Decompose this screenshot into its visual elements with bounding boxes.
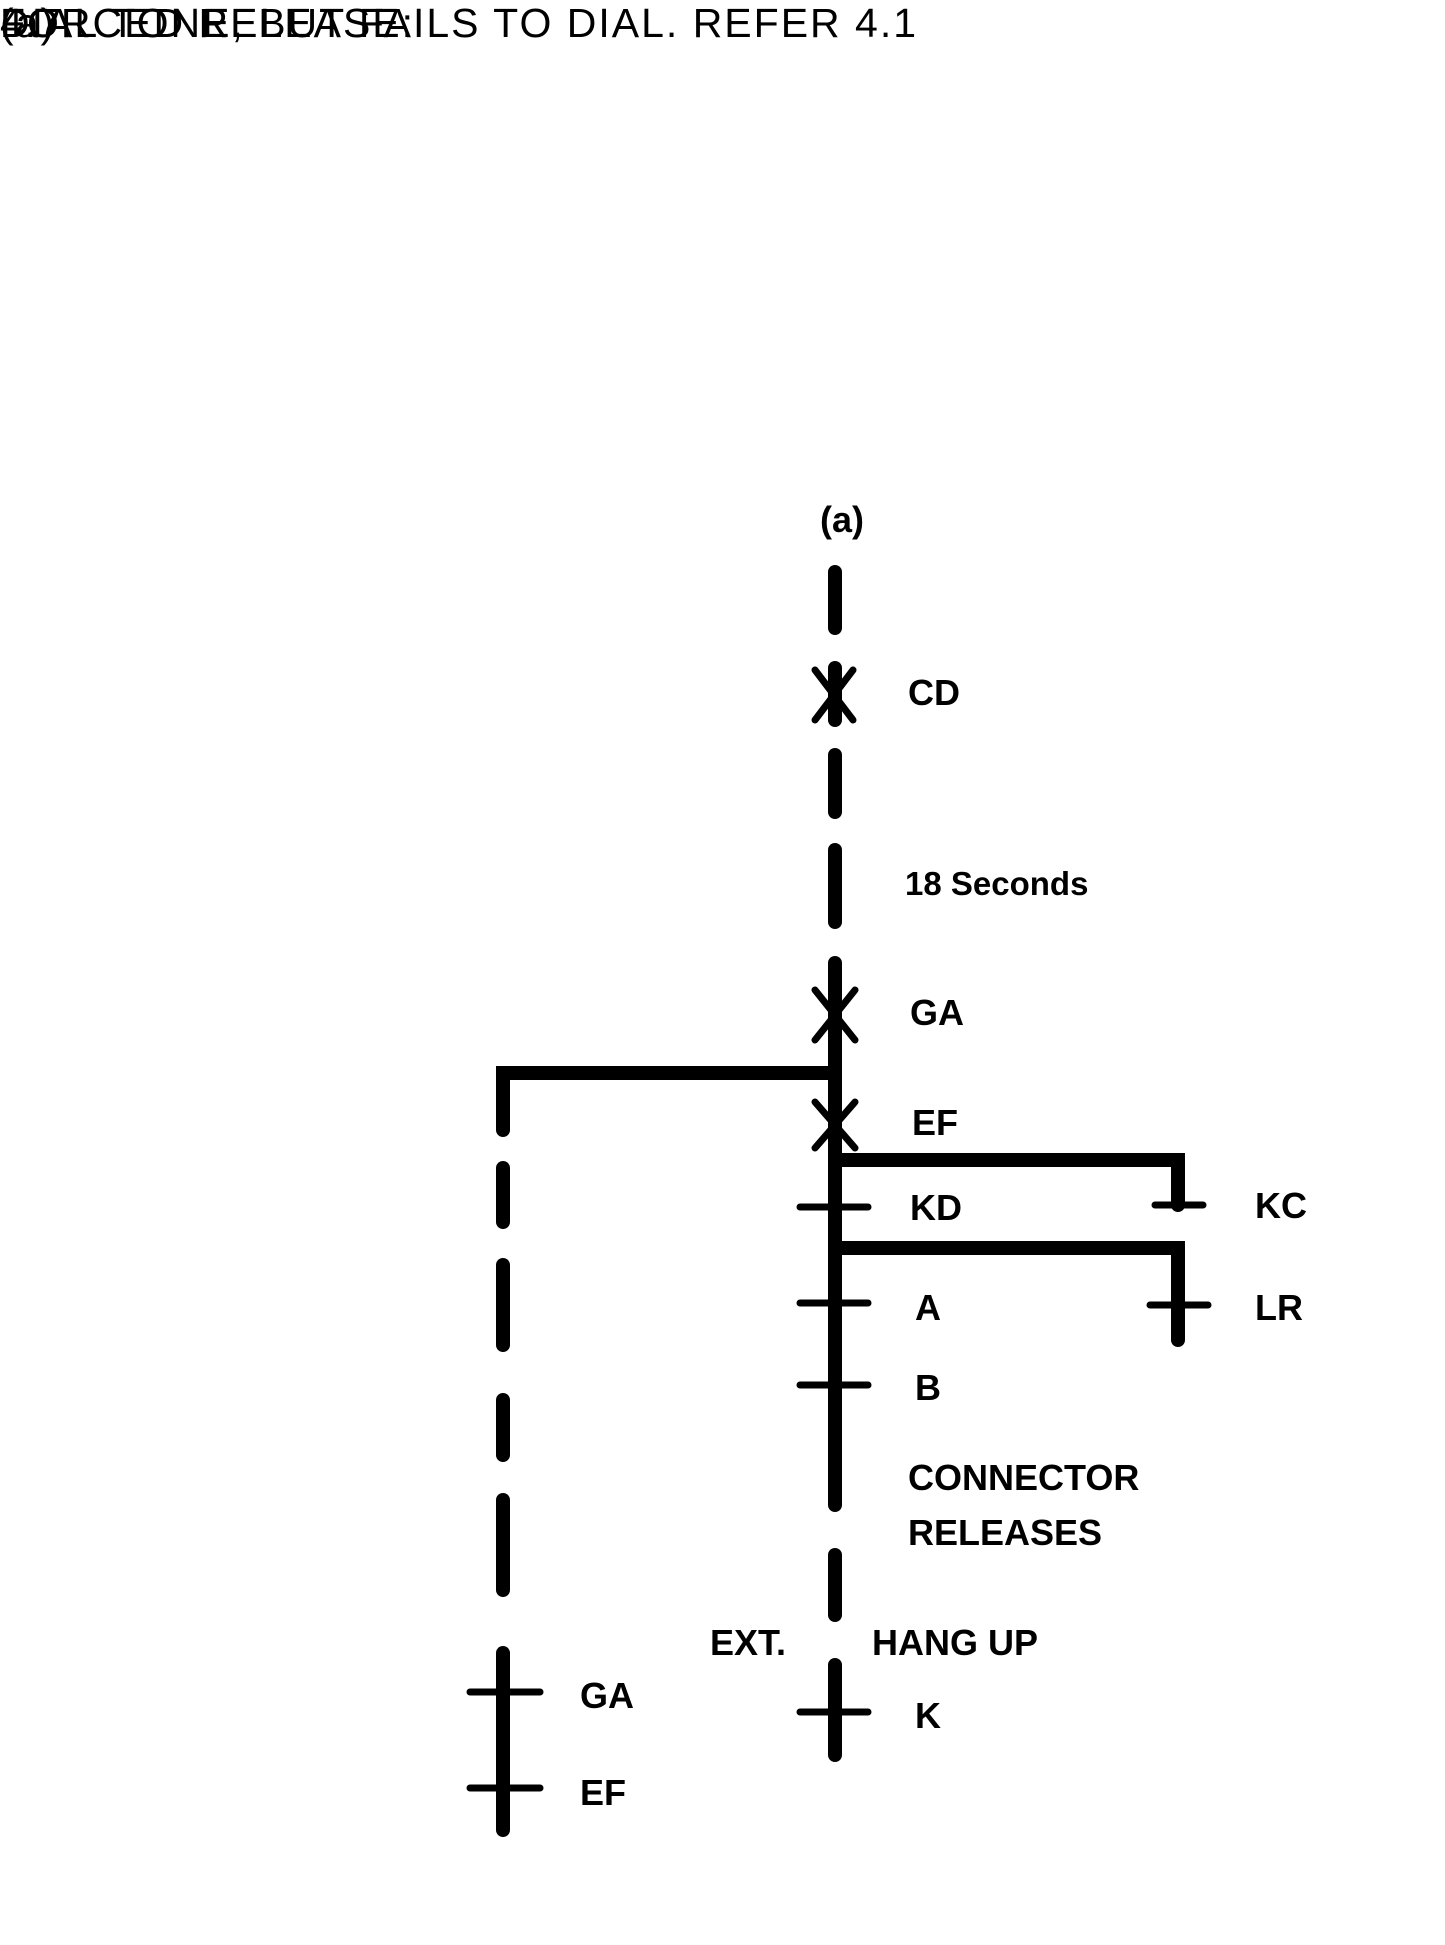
label-ef-left: EF xyxy=(580,1772,626,1813)
ga-operate-mark xyxy=(811,986,859,1044)
section-number: 4.7 xyxy=(0,0,63,46)
left-branch-line xyxy=(496,1066,842,1137)
label-b: B xyxy=(915,1367,941,1408)
label-hang-up: HANG UP xyxy=(872,1622,1038,1663)
label-ext: EXT. xyxy=(710,1622,786,1663)
cd-operate-mark xyxy=(811,666,857,724)
label-ga-left: GA xyxy=(580,1675,634,1716)
label-timer: 18 Seconds xyxy=(905,865,1088,902)
ef-operate-mark xyxy=(811,1098,859,1152)
label-lr: LR xyxy=(1255,1287,1303,1328)
label-connector-line2: RELEASES xyxy=(908,1512,1102,1553)
label-kd: KD xyxy=(910,1187,962,1228)
label-ef: EF xyxy=(912,1102,958,1143)
label-connector-line1: CONNECTOR xyxy=(908,1457,1139,1498)
label-a: A xyxy=(915,1287,941,1328)
start-marker: (a) xyxy=(820,499,864,540)
subsection-text: DIAL TONE, BUT FAILS TO DIAL. REFER 4.1 xyxy=(0,0,919,46)
label-kc: KC xyxy=(1255,1185,1307,1226)
label-k: K xyxy=(915,1695,941,1736)
subsection-marker: (a) xyxy=(0,0,57,46)
label-cd: CD xyxy=(908,672,960,713)
kc-branch-line xyxy=(828,1153,1185,1212)
lr-branch-line xyxy=(828,1241,1185,1347)
label-ga: GA xyxy=(910,992,964,1033)
section-title: FORCED RELEASE: xyxy=(0,0,416,46)
